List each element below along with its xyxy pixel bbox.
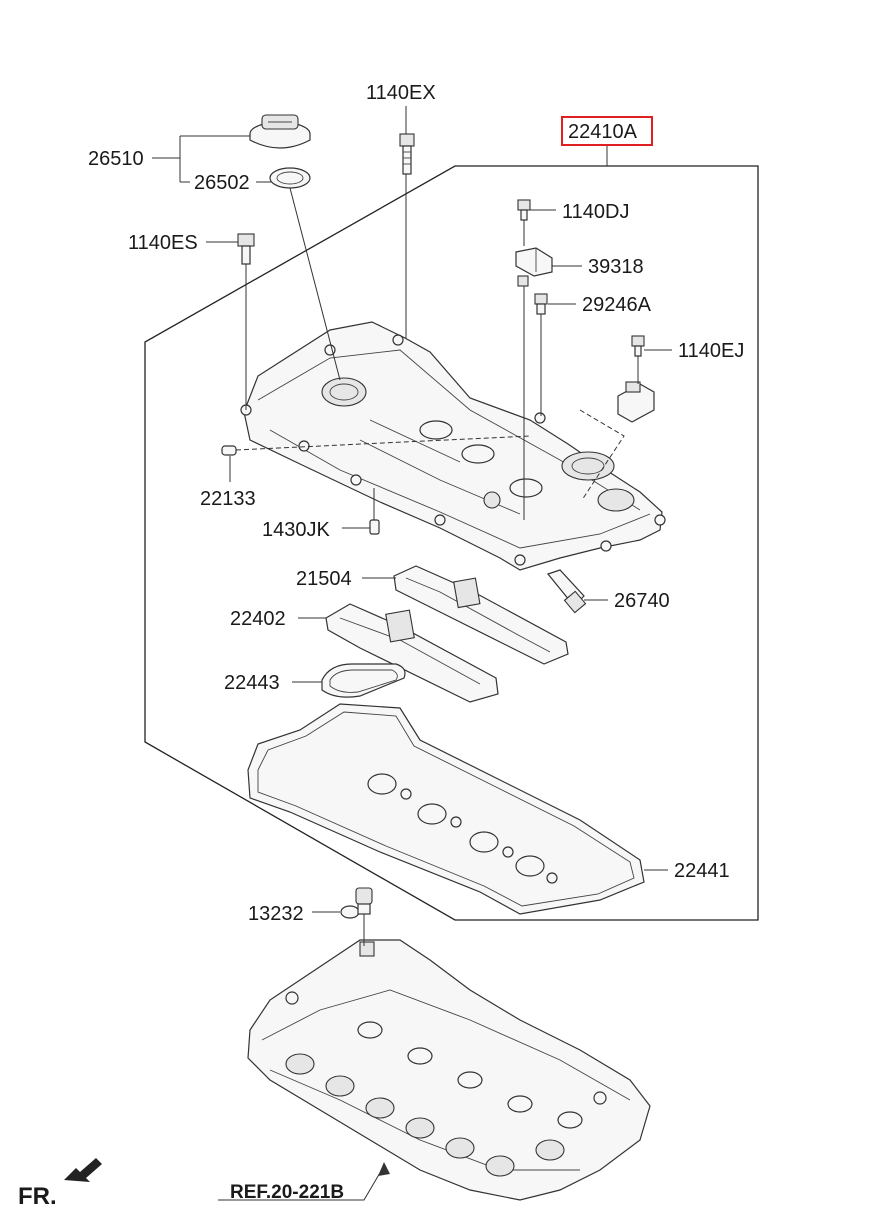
label-39318: 39318 [588, 256, 644, 278]
cylinder-head [247, 939, 651, 1201]
oil-filler-cap [249, 114, 311, 149]
bolt-1140es [237, 233, 255, 265]
dowel-22133 [221, 445, 237, 456]
highlight-box [561, 116, 653, 146]
label-ref[interactable]: REF.20-221B [230, 1182, 344, 1203]
rocker-cover-gasket [247, 703, 645, 915]
label-22402: 22402 [230, 608, 286, 630]
label-fr: FR. [18, 1183, 57, 1210]
label-22443: 22443 [224, 672, 280, 694]
label-26740: 26740 [614, 590, 670, 612]
plate-21504 [393, 565, 569, 665]
label-21504: 21504 [296, 568, 352, 590]
plug-13232 [340, 887, 373, 919]
pin-1430jk [369, 519, 380, 535]
bolt-1140ex [399, 133, 415, 175]
camshaft-sensor [515, 247, 553, 287]
label-1140dj: 1140DJ [562, 201, 629, 223]
label-1430jk: 1430JK [262, 519, 330, 541]
plug-29246a [534, 293, 548, 315]
label-29246a: 29246A [582, 294, 652, 316]
gasket-22443 [321, 663, 406, 698]
label-22441: 22441 [674, 860, 730, 882]
bolt-1140dj [517, 199, 531, 221]
rocker-cover [240, 321, 666, 571]
label-22133: 22133 [200, 488, 256, 510]
pcv-valve [546, 569, 587, 614]
label-1140ej: 1140EJ [678, 340, 744, 362]
oil-control-sensor [617, 381, 655, 423]
assembly-boundary [144, 165, 759, 921]
label-22410a: 22410A [568, 121, 638, 143]
label-26510: 26510 [88, 148, 144, 170]
label-26502: 26502 [194, 172, 250, 194]
label-1140ex: 1140EX [366, 82, 436, 104]
front-arrow-icon [64, 1158, 102, 1182]
bolt-1140ej [631, 335, 645, 357]
baffle-22402 [325, 603, 499, 703]
label-13232: 13232 [248, 903, 304, 925]
cap-seal-ring [269, 167, 311, 189]
label-1140es: 1140ES [128, 232, 198, 254]
